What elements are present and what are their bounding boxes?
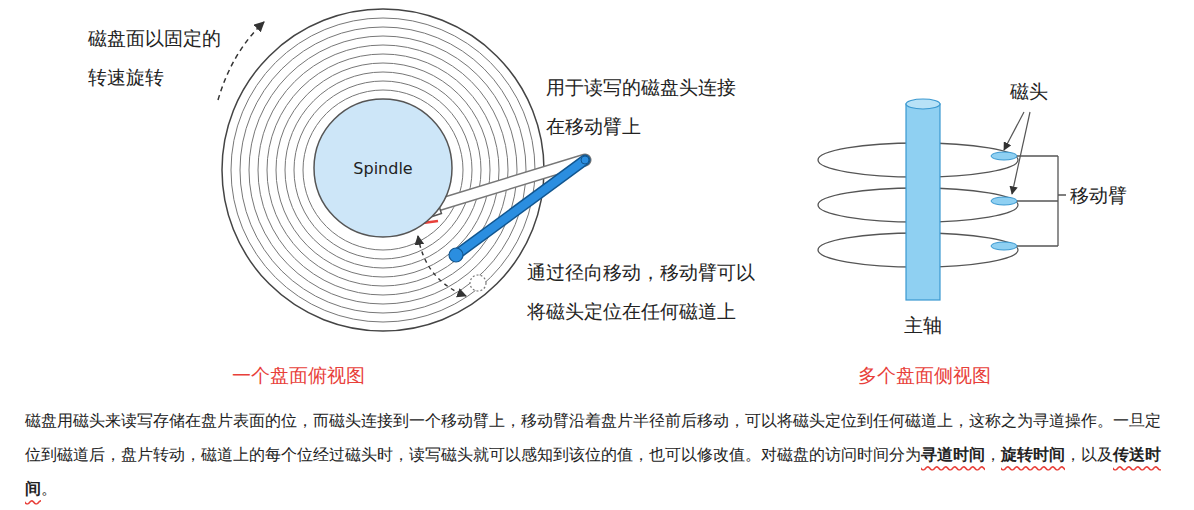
body-text: ， (985, 445, 1001, 464)
view-caption: 多个盘面侧视图 (858, 356, 991, 395)
node-text: Spindle (353, 159, 412, 178)
track-rings (231, 18, 535, 322)
part-name: 移动臂 (1070, 176, 1127, 215)
part-name: 磁头 (1010, 72, 1048, 111)
spindle-top (906, 99, 940, 109)
head-side (991, 197, 1017, 205)
leader-line (1004, 112, 1024, 150)
track-ring (231, 18, 535, 322)
spindle-shaft (906, 104, 940, 300)
body-text: ，以及 (1065, 445, 1113, 464)
rotation-arrow (218, 22, 264, 100)
track-ring (285, 72, 481, 268)
note-text: 通过径向移动，移动臂可以 将磁头定位在任何磁道上 (527, 253, 767, 331)
body-text: 。 (41, 479, 57, 498)
body-paragraph: 磁盘用磁头来读写存储在盘片表面的位，而磁头连接到一个移动臂上，移动臂沿着盘片半径… (25, 404, 1175, 506)
head-side (991, 242, 1017, 250)
track-ring (240, 27, 526, 313)
track-ring (249, 36, 517, 304)
heads-side (991, 152, 1017, 250)
ghost-head (470, 275, 486, 291)
key-term: 旋转时间 (1001, 445, 1065, 464)
sweep-arrow (418, 236, 466, 296)
track-ring (294, 81, 472, 259)
head-side (991, 152, 1017, 160)
track-ring (258, 45, 508, 295)
note-text: 用于读写的磁盘头连接 在移动臂上 (546, 68, 746, 146)
moving-arm (456, 160, 585, 255)
key-term: 寻道时间 (921, 445, 985, 464)
moving-arm-outline (456, 160, 585, 255)
spindle-disc (314, 99, 452, 237)
track-ring (276, 63, 490, 277)
track-ring (303, 90, 463, 250)
spindle-circle: Spindle (313, 98, 453, 238)
view-caption: 一个盘面俯视图 (232, 356, 365, 395)
leader-line (1012, 112, 1030, 194)
arm-pivot (581, 156, 589, 164)
arm-bracket (1017, 156, 1066, 246)
note-text: 磁盘面以固定的 转速旋转 (88, 19, 230, 97)
platter-outline (222, 9, 544, 331)
part-name: 主轴 (904, 306, 942, 345)
arm-head (449, 248, 463, 262)
